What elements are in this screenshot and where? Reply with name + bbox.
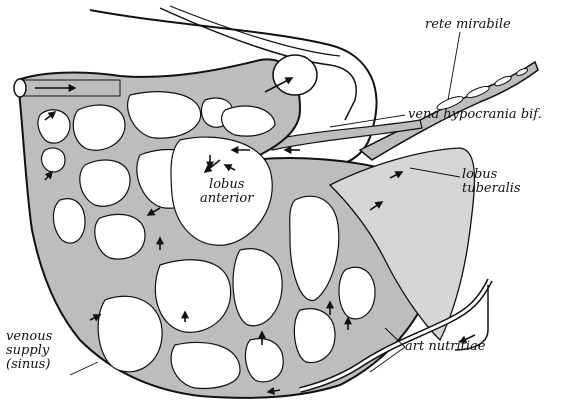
infundibular-recess (273, 55, 317, 95)
label-rete-mirabile: rete mirabile (425, 18, 511, 32)
label-venous-supply: venous supply (sinus) (6, 330, 52, 372)
label-art-nutritiae: art nutritiae (405, 340, 486, 354)
label-vena-hypocrania: vena hypocrania bif. (408, 108, 542, 122)
inflow-vessel-end (14, 79, 26, 97)
infundibulum-stalk-inner (170, 6, 340, 56)
label-lobus-anterior: lobus anterior (200, 178, 253, 206)
label-lobus-tuberalis: lobus tuberalis (462, 168, 521, 196)
